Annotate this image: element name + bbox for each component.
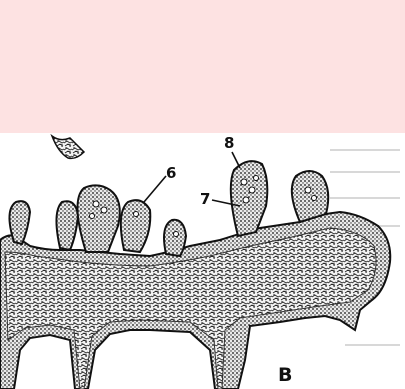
- label-7: 7: [200, 192, 210, 207]
- label-8: 8: [224, 136, 234, 151]
- label-6: 6: [166, 166, 176, 181]
- tissue-fragment: [52, 136, 84, 158]
- label-leader-lines: [144, 152, 240, 206]
- figure-letter: B: [278, 366, 292, 385]
